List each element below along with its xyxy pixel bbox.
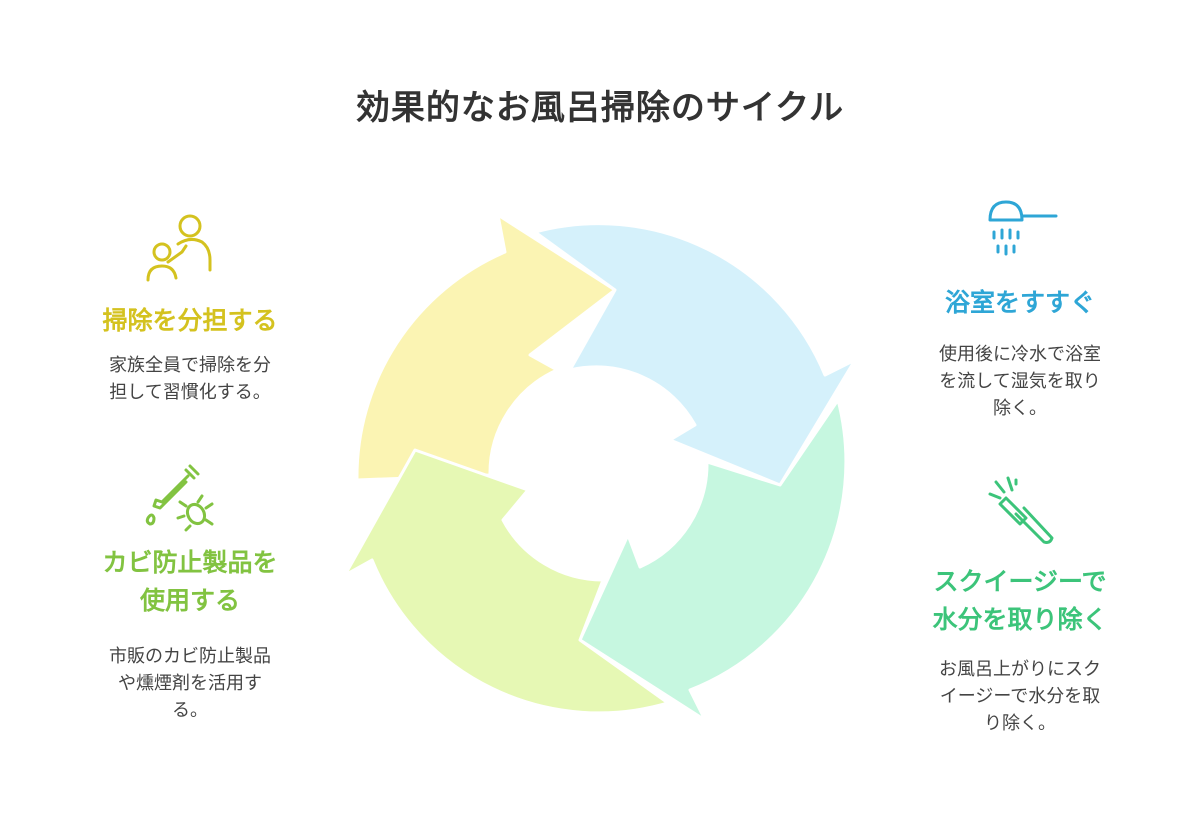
cycle-arrow-share [355, 213, 617, 482]
people-icon [146, 214, 212, 282]
squeegee-desc-line: イージーで水分を取 [939, 686, 1101, 707]
dropper-bug-icon [145, 464, 214, 532]
squeegee-description: お風呂上がりにスク イージーで水分を取 り除く。 [870, 656, 1170, 737]
mold-desc-line: 市販のカビ防止製品 [109, 646, 271, 667]
mold-desc-line: る。 [172, 700, 208, 721]
cycle-arrow-rinse [533, 222, 857, 487]
shower-icon [988, 200, 1058, 256]
mold-heading: カビ防止製品を 使用する [40, 544, 340, 620]
squeegee-icon [988, 476, 1054, 544]
rinse-desc-line: 除く。 [993, 398, 1047, 419]
rinse-desc-line: を流して湿気を取り [939, 371, 1101, 392]
rinse-desc-line: 使用後に冷水で浴室 [939, 344, 1101, 365]
squeegee-heading: スクイージーで 水分を取り除く [870, 563, 1170, 639]
cycle-arrow-mold [343, 448, 670, 715]
rinse-heading: 浴室をすすぐ [944, 288, 1095, 317]
squeegee-heading-line: 水分を取り除く [932, 605, 1108, 634]
cycle-arrow-squeegee [578, 398, 848, 722]
mold-desc-line: や燻煙剤を活用す [118, 673, 262, 694]
diagram-title: 効果的なお風呂掃除のサイクル [355, 88, 845, 128]
mold-heading-line: カビ防止製品を [102, 548, 278, 577]
share-description: 家族全員で掃除を分 担して習慣化する。 [40, 352, 340, 406]
share-desc-line: 家族全員で掃除を分 [109, 355, 271, 376]
mold-description: 市販のカビ防止製品 や燻煙剤を活用す る。 [40, 643, 340, 724]
share-heading: 掃除を分担する [102, 306, 278, 335]
share-desc-line: 担して習慣化する。 [109, 382, 271, 403]
rinse-description: 使用後に冷水で浴室 を流して湿気を取り 除く。 [870, 341, 1170, 422]
squeegee-desc-line: り除く。 [984, 713, 1056, 734]
cycle-diagram [343, 213, 857, 722]
squeegee-heading-line: スクイージーで [933, 567, 1107, 596]
squeegee-desc-line: お風呂上がりにスク [939, 659, 1101, 680]
mold-heading-line: 使用する [139, 586, 240, 615]
